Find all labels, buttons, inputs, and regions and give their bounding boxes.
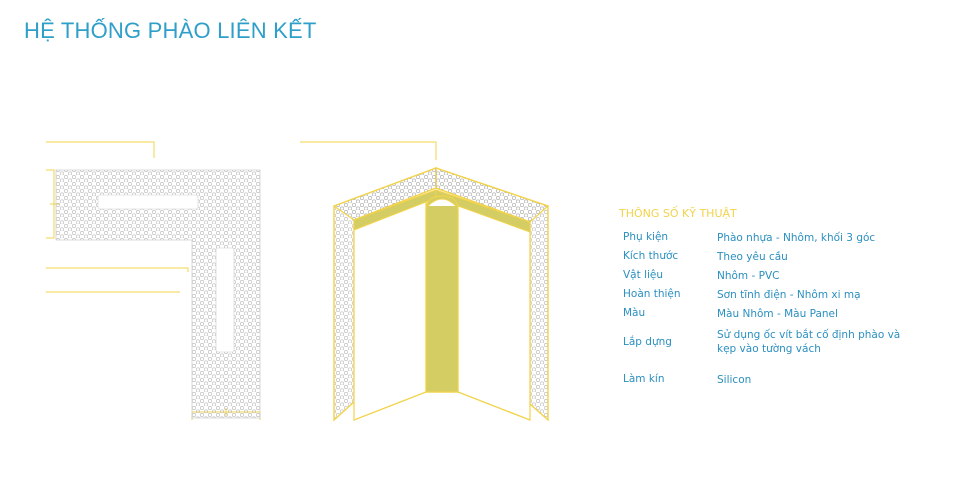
- spec-label: Làm kín: [623, 373, 665, 385]
- spec-label: Phụ kiện: [623, 231, 669, 243]
- corner-3d-view: [300, 141, 550, 422]
- section-view: [46, 141, 261, 420]
- spec-value: Màu Nhôm - Màu Panel: [717, 308, 838, 320]
- spec-value: Sơn tĩnh điện - Nhôm xi mạ: [717, 289, 861, 301]
- spec-value: Theo yêu cầu: [717, 251, 788, 263]
- specs-heading: THÔNG SỐ KỸ THUẬT: [619, 207, 737, 220]
- spec-value: Sử dụng ốc vít bắt cố định phào và kẹp v…: [717, 329, 901, 355]
- panel-section: [55, 169, 261, 419]
- panel-slot-vertical: [215, 247, 235, 353]
- dimension-line-top: [46, 141, 155, 158]
- panel-slot-horizontal: [97, 194, 199, 210]
- spec-label: Kích thước: [623, 250, 679, 262]
- spec-label: Màu: [623, 307, 646, 319]
- spec-value: Phào nhựa - Nhôm, khối 3 góc: [717, 232, 876, 244]
- spec-label: Hoàn thiện: [623, 288, 681, 300]
- dimension-line-mid: [46, 267, 189, 272]
- corner-cap: [427, 198, 457, 207]
- corner-profile: [425, 195, 459, 393]
- trim-right: [435, 189, 531, 233]
- page-title: HỆ THỐNG PHÀO LIÊN KẾT: [24, 18, 317, 43]
- spec-value: Silicon: [717, 374, 752, 386]
- inner-face-right: [457, 199, 531, 421]
- spec-label: Lắp dựng: [623, 336, 672, 348]
- callout-line: [300, 141, 437, 160]
- inner-face-left: [353, 199, 427, 421]
- spec-value: Nhôm - PVC: [717, 270, 780, 282]
- spec-label: Vật liệu: [623, 269, 664, 281]
